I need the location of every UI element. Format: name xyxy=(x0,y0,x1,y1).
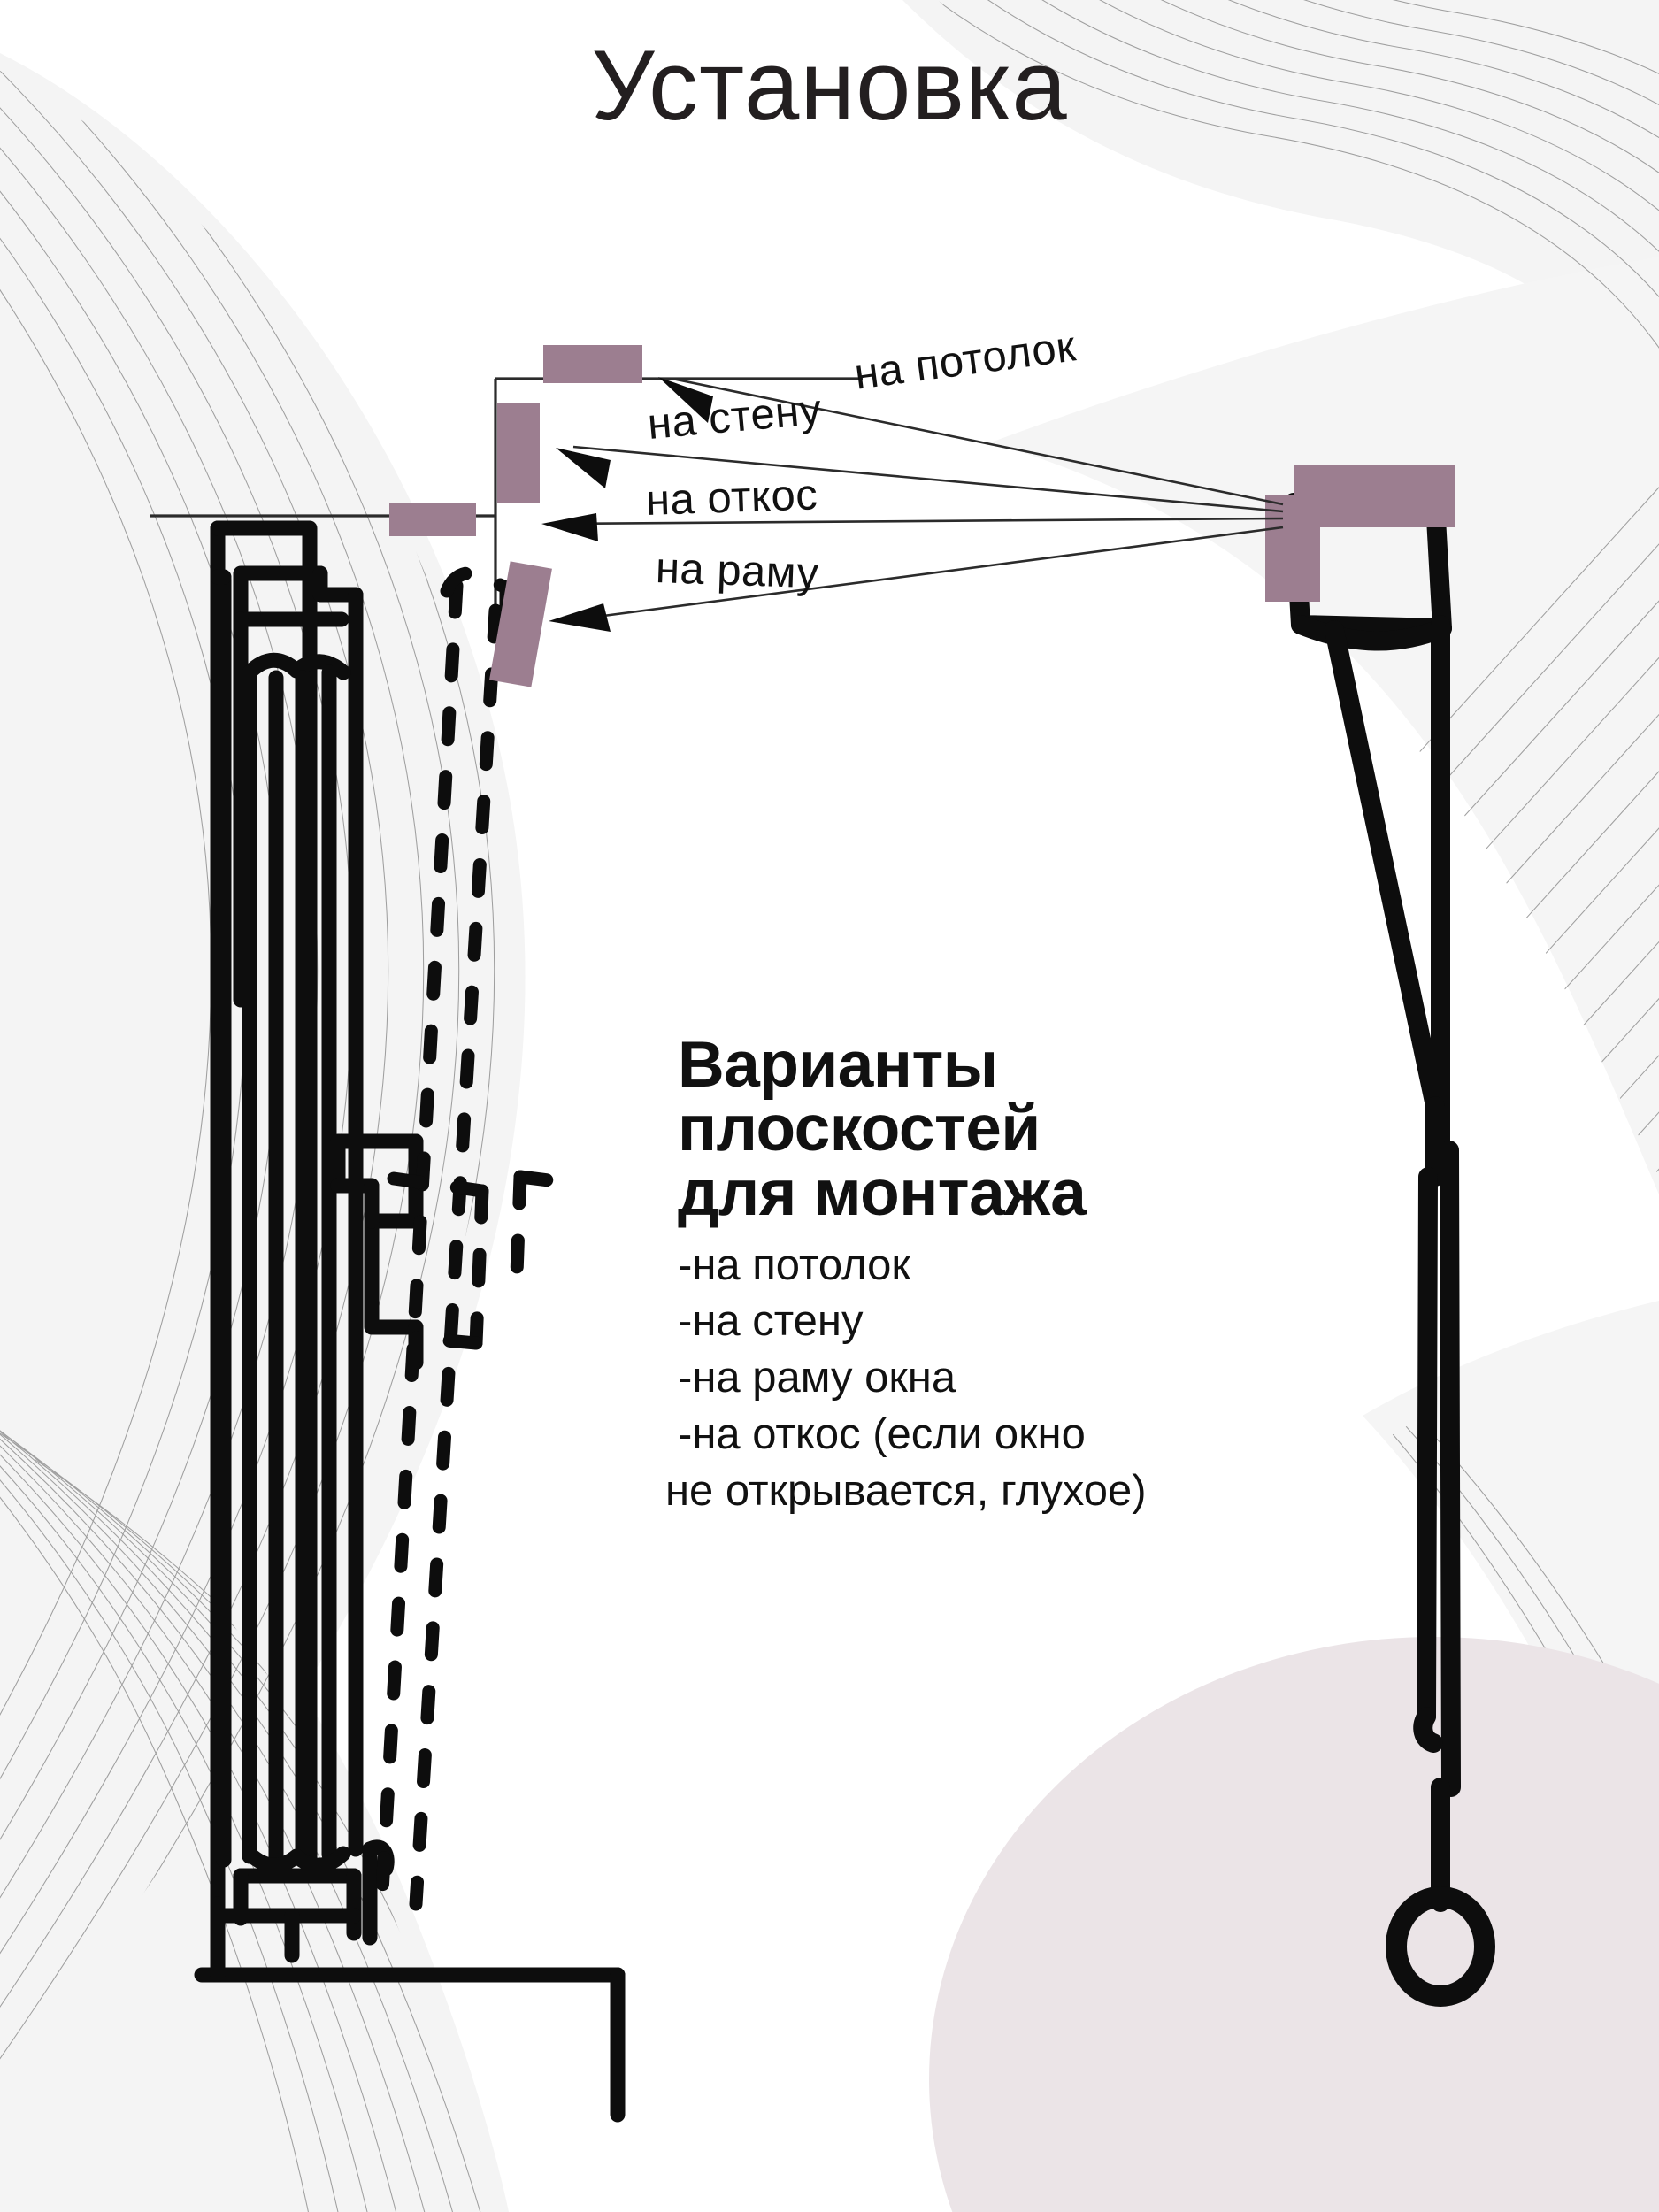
mount-block-bracket-top xyxy=(1294,465,1455,527)
mount-block-ceiling xyxy=(543,345,642,383)
option-text: -на стену xyxy=(678,1297,864,1346)
mount-block-wall xyxy=(497,403,540,503)
background-circle xyxy=(929,1637,1659,2212)
option-text-continued: не открывается, глухое) xyxy=(665,1466,1147,1515)
leader-lines xyxy=(555,377,1284,623)
info-heading: Варианты плоскостей для монтажа xyxy=(678,1033,1350,1225)
mount-blocks xyxy=(389,345,1455,687)
info-heading-line-2: плоскостей xyxy=(678,1093,1041,1165)
window-frame-cross-section xyxy=(194,520,626,2123)
mount-block-bracket-side xyxy=(1265,495,1320,602)
callout-label-slope: на откос xyxy=(645,471,819,525)
ring-loop xyxy=(1386,1886,1495,2007)
mount-options-list: -на потолок -на стену -на раму окна -на … xyxy=(665,1238,1350,1519)
arrowhead-ceiling xyxy=(658,377,713,423)
list-item: -на раму окна xyxy=(678,1350,1350,1407)
mount-block-frame xyxy=(489,561,552,687)
option-text: -на раму окна xyxy=(678,1354,956,1402)
callout-label-frame: на раму xyxy=(655,544,820,598)
arrowheads xyxy=(541,377,713,632)
page-title: Установка xyxy=(591,30,1068,141)
info-heading-line-1: Варианты xyxy=(678,1029,998,1101)
info-block: Варианты плоскостей для монтажа -на пото… xyxy=(665,1033,1350,1519)
mount-block-slope xyxy=(389,503,476,536)
info-heading-line-3: для монтажа xyxy=(678,1156,1087,1229)
arrowhead-slope xyxy=(541,513,598,541)
arrowhead-frame xyxy=(549,603,611,632)
option-text: -на откос (если окно xyxy=(678,1409,1086,1458)
option-text: -на потолок xyxy=(678,1240,910,1289)
open-sash-dashed-outline xyxy=(375,566,556,1911)
list-item: -на стену xyxy=(678,1294,1350,1350)
list-item: -на откос (если окно не открывается, глу… xyxy=(665,1407,1350,1519)
arrowhead-wall xyxy=(556,448,611,488)
list-item: -на потолок xyxy=(678,1238,1350,1294)
